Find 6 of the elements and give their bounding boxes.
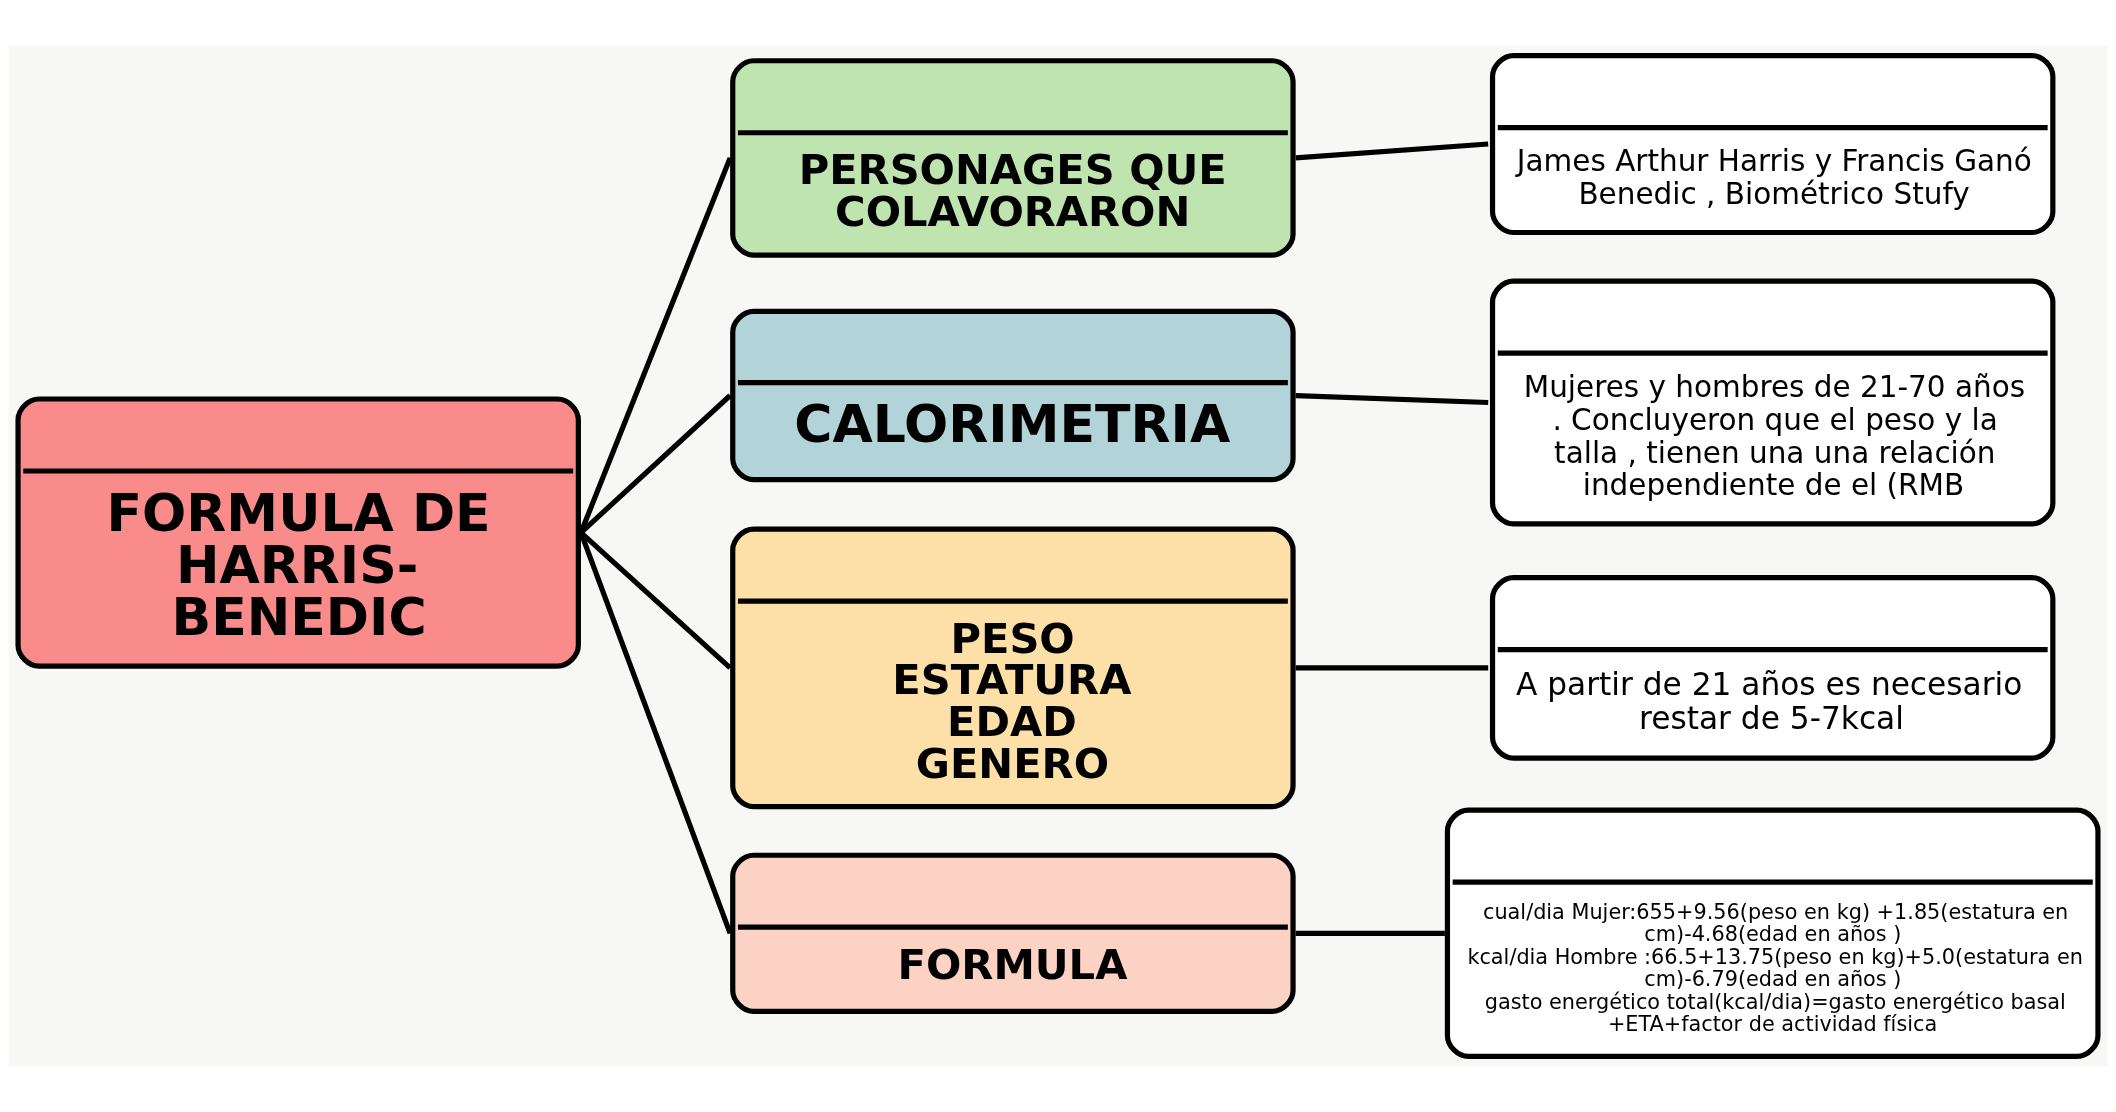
connector — [1295, 141, 1489, 161]
connector — [1295, 665, 1489, 671]
connector — [1295, 930, 1445, 936]
connector — [1295, 392, 1489, 406]
connector — [578, 531, 733, 935]
connector — [578, 156, 733, 534]
